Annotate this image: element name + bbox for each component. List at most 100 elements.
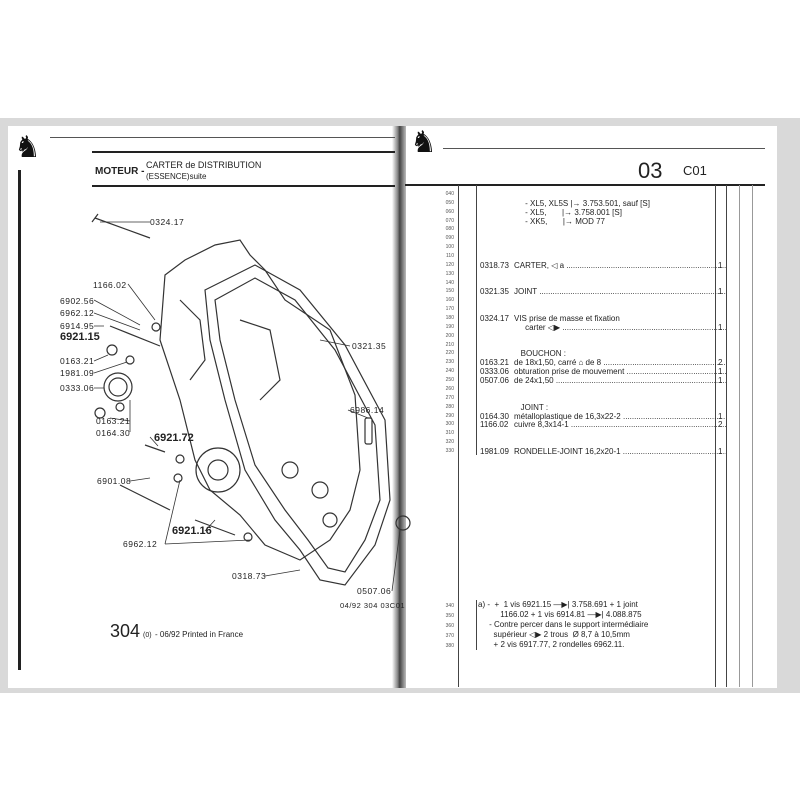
part-quantity: 1 [718,376,723,386]
part-quantity: 2 [718,358,723,368]
part-number: 1981.09 [480,446,509,456]
line-number: 180 [445,315,454,322]
part-description: obturation prise de mouvement [514,367,726,376]
line-number: 190 [445,323,454,330]
line-number: 160 [445,297,454,304]
line-number: 110 [446,253,454,260]
header-rule [443,148,765,149]
diagram-label: 6921.15 [60,331,100,343]
line-number: 090 [445,235,454,242]
part-number: 0321.35 [480,287,509,297]
line-number: 340 [445,603,454,609]
header-rule [92,185,395,187]
line-number: 320 [445,439,454,446]
line-number: 060 [445,208,454,215]
diagram-label: 6921.16 [172,525,212,537]
diagram-label: 6914.95 [60,321,95,331]
table-divider [458,185,459,687]
part-number: 0507.06 [480,376,509,386]
part-quantity: 1 [718,446,723,456]
table-top-rule [405,184,765,186]
plug-0333-06 [103,372,133,402]
diagram-label: 0324.17 [150,217,185,227]
part-description: de 18x1,50, carré ⌂ de 8 [514,358,726,367]
line-number: 370 [445,633,454,639]
parts-row: 0507.06 de 24x1,501 [480,376,726,385]
bolt-0324-17 [91,213,151,239]
plug-0163-21 [106,344,118,356]
table-divider [476,185,477,455]
part-number: 0333.06 [480,367,509,377]
line-number: 120 [445,261,454,268]
part-quantity: 1 [718,367,723,377]
line-number: 270 [445,394,454,401]
diagram-label: 0163.21 [60,356,95,366]
casing-outline [159,239,361,561]
parts-row: BOUCHON : [480,349,726,358]
part-number [480,208,514,217]
pump-flange [195,447,241,493]
line-number: 210 [445,341,454,348]
header-rule [92,151,395,153]
table-divider [476,600,477,650]
line-number: 230 [445,359,454,366]
part-number: 0318.73 [480,260,509,270]
diagram-label: 0318.73 [232,571,267,581]
diagram-label: 0163.21 [96,416,131,426]
parts-row: - XL5, |→ 3.758.001 [S] [480,208,726,217]
part-number: 0164.30 [480,411,509,421]
part-description: carter ◁▶ [514,323,726,332]
line-number: 070 [445,217,454,224]
diagram-label: 6921.72 [154,432,194,444]
margin-bar [18,170,21,670]
parts-row: carter ◁▶1 [480,323,726,332]
line-number: 200 [445,332,454,339]
line-number: 240 [445,368,454,375]
part-description: - XL5, |→ 3.758.001 [S] [514,207,622,217]
part-number [480,199,514,208]
part-description: de 24x1,50 [514,376,726,385]
part-description: cuivre 8,3x14-1 [514,420,726,429]
parts-row: - XK5, |→ MOD 77 [480,217,726,226]
book-spine [392,126,406,688]
bolt-6921-72 [144,444,166,453]
line-number: 300 [445,421,454,428]
line-number: 290 [445,412,454,419]
peugeot-lion-logo: ♞ [410,126,437,159]
part-description: CARTER, ◁ a [514,261,726,270]
bolt-6901-08 [119,484,171,511]
peugeot-lion-logo: ♞ [14,131,41,164]
diagram-label: 6962.12 [60,308,95,318]
gasket-inner [214,277,381,573]
footnote-line: 1166.02 + 1 vis 6914.81 —▶| 4.088.875 [478,610,642,619]
table-divider [715,185,716,687]
bolt-6921-16 [194,519,236,536]
part-number [480,217,514,226]
plug-0507-06 [395,515,411,531]
table-divider [739,185,740,687]
parts-row: 0321.35JOINT1 [480,287,726,296]
diagram-label: 6902.56 [60,296,95,306]
diagram-label: 1166.02 [93,280,127,290]
line-number: 050 [445,199,454,206]
part-quantity: 1 [718,411,723,421]
line-number: 380 [445,643,454,649]
subgroup-code: C01 [683,163,707,178]
part-description: JOINT [514,287,726,296]
diagram-label: 0164.30 [96,428,131,438]
footer-page-number: 304 [110,621,141,641]
section-label: MOTEUR - [95,166,145,177]
diagram-label: 6901.08 [97,476,132,486]
line-number: 330 [445,447,454,454]
line-number: 280 [445,403,454,410]
part-number [480,349,514,358]
part-number: 0324.17 [480,314,509,324]
diagram-reference: 04/92 304 03C01 [340,601,406,610]
line-number: 170 [445,306,454,313]
